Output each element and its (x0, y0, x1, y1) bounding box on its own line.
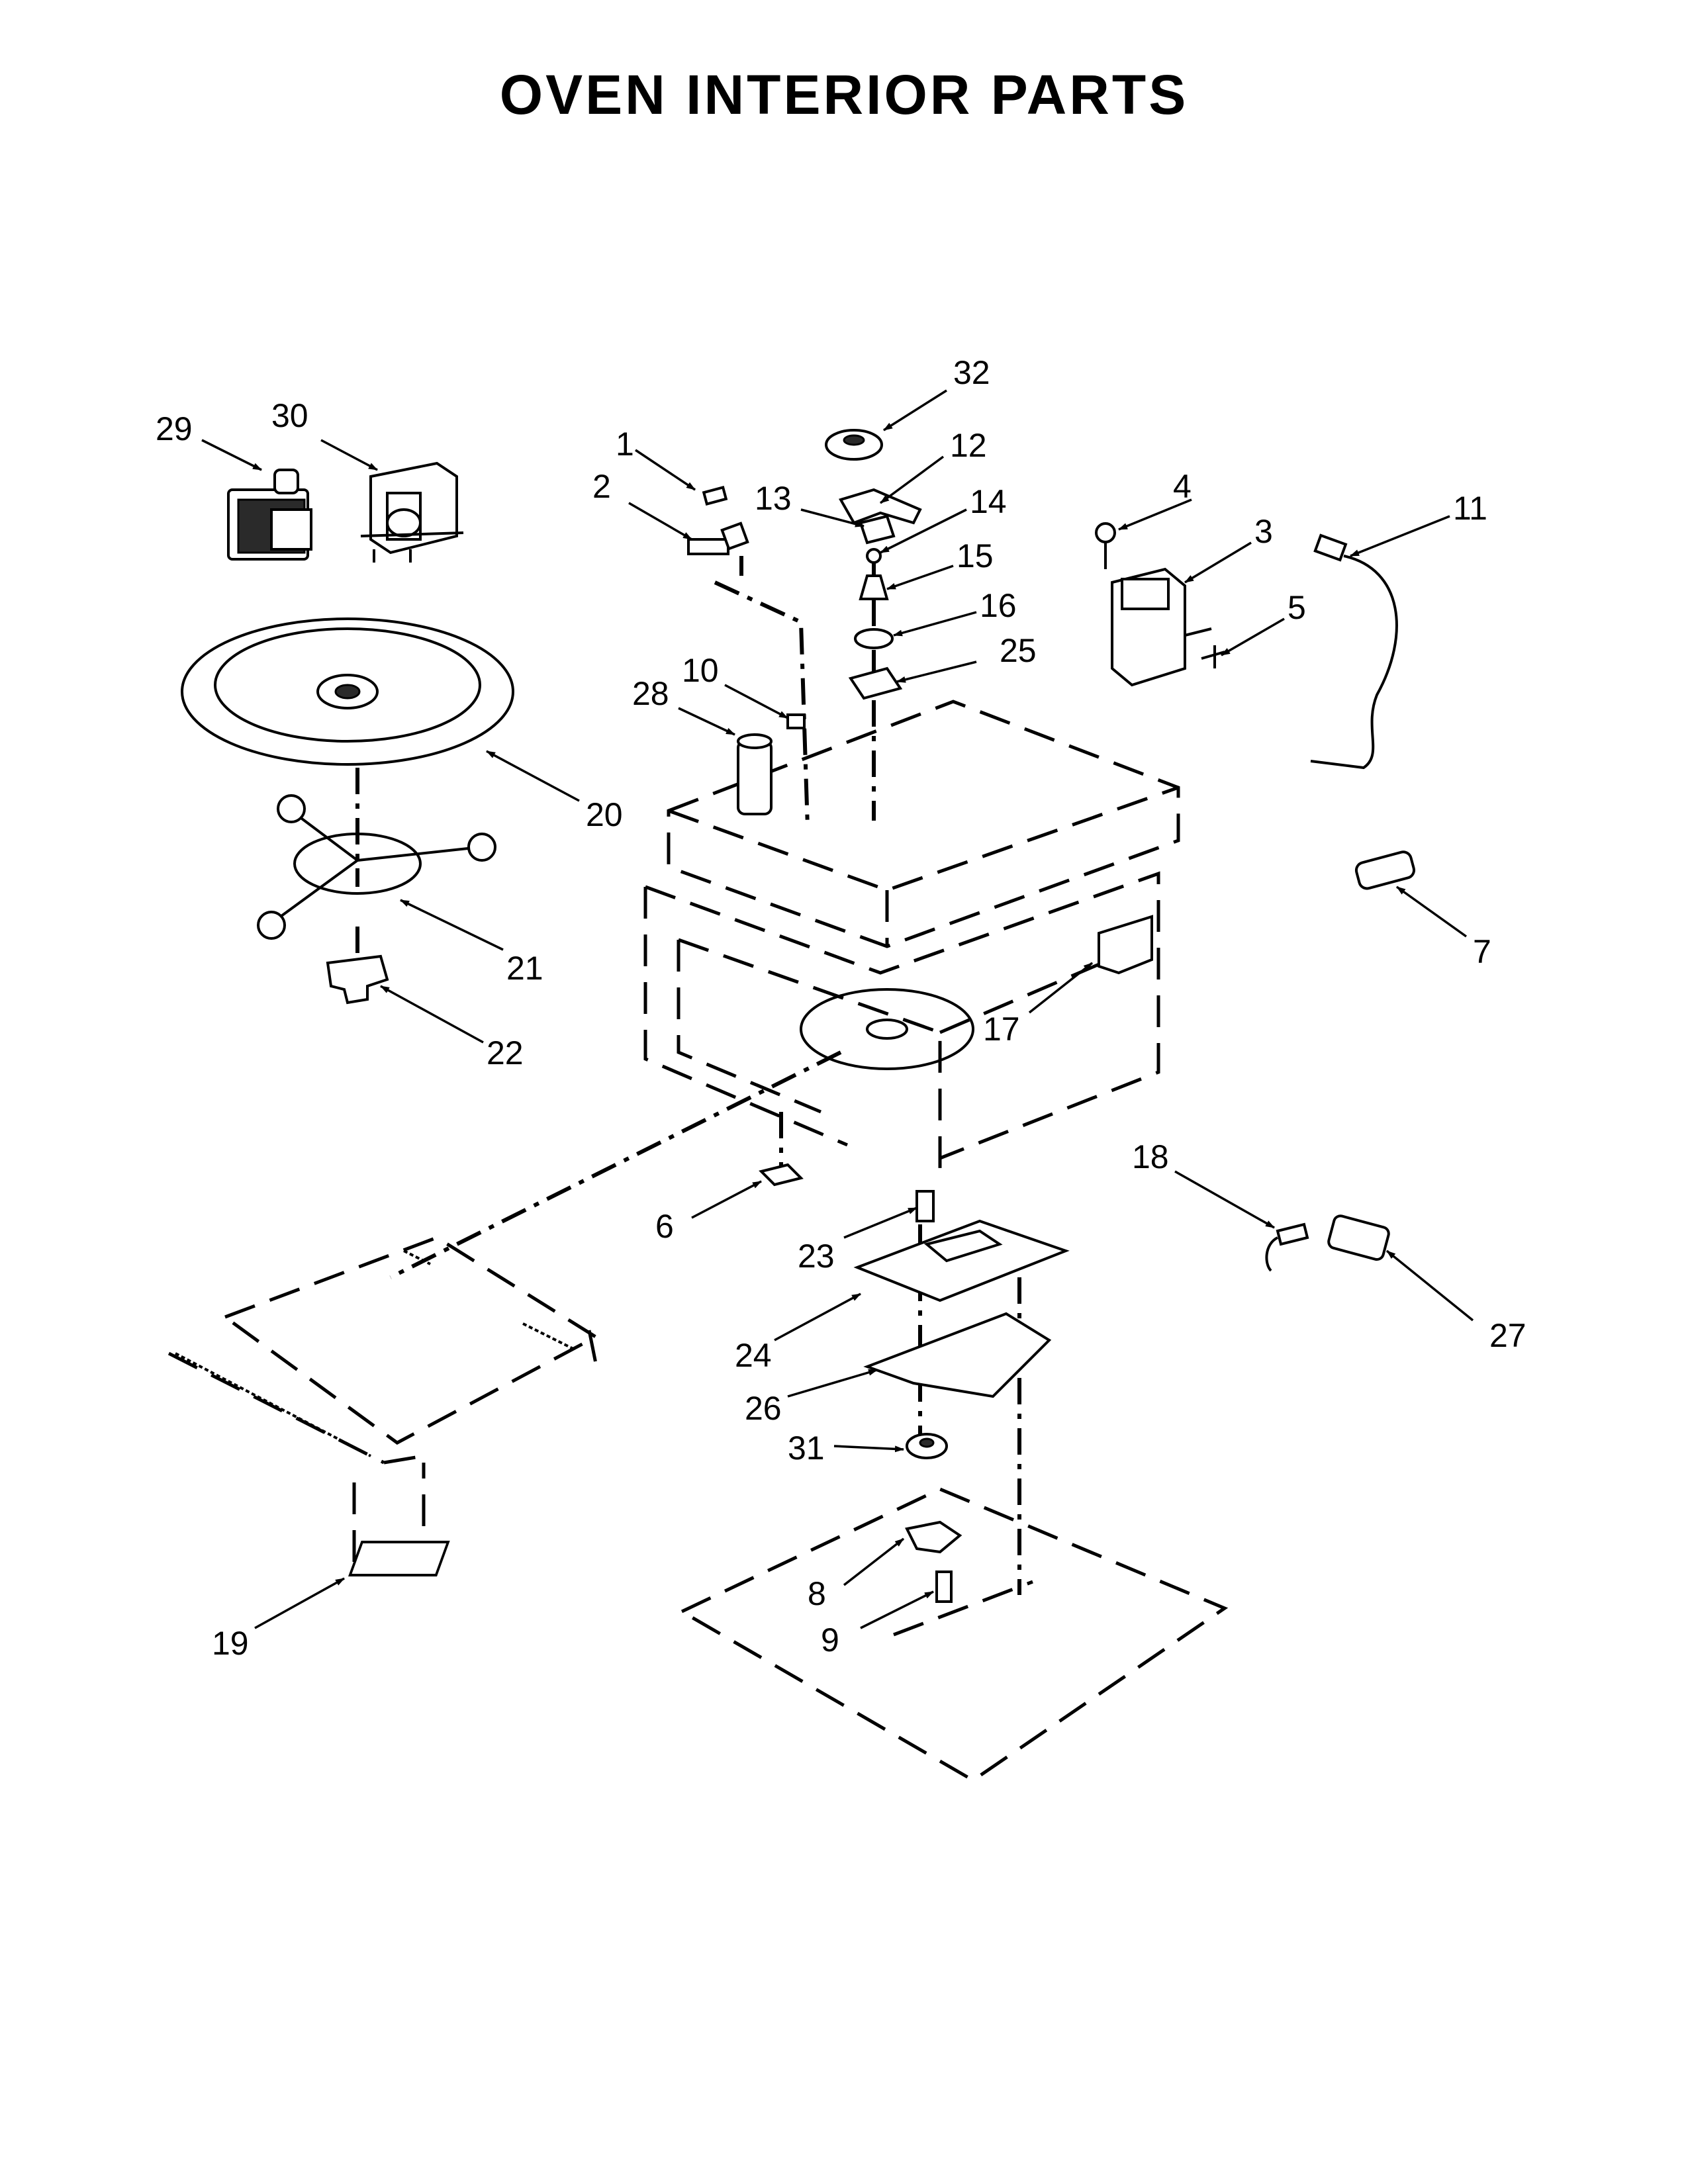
callout-26: 26 (745, 1390, 782, 1427)
callout-14: 14 (970, 483, 1007, 520)
callout-27: 27 (1489, 1317, 1526, 1354)
part-25-bracket (848, 666, 903, 700)
callout-12: 12 (950, 427, 987, 464)
callout-15: 15 (957, 537, 994, 574)
part-24-plate (853, 1219, 1070, 1302)
part-3-magnetron (1111, 567, 1212, 687)
part-8-motor (905, 1520, 962, 1554)
callout-22: 22 (487, 1034, 524, 1071)
part-4-screw (1095, 522, 1116, 569)
callout-29: 29 (156, 410, 193, 447)
callout-23: 23 (798, 1238, 835, 1275)
callout-9: 9 (821, 1621, 839, 1659)
callout-11: 11 (1453, 490, 1487, 527)
callout-18: 18 (1132, 1138, 1169, 1175)
part-6-thermal-fuse (759, 1163, 804, 1187)
part-5-thermal-cutout (1201, 645, 1225, 668)
part-15-stirrer (859, 574, 889, 600)
callout-30: 30 (271, 397, 308, 434)
callout-8: 8 (808, 1575, 826, 1612)
callout-28: 28 (632, 675, 669, 712)
part-29-relay (227, 469, 312, 561)
callout-16: 16 (980, 587, 1017, 624)
part-17-bracket (1098, 915, 1153, 975)
part-1-2-switch (687, 485, 749, 555)
callout-1: 1 (616, 426, 634, 463)
part-9-screw (935, 1570, 953, 1603)
part-27-capacitor (1327, 1214, 1390, 1261)
part-11-cord (1310, 533, 1398, 770)
callout-25: 25 (1000, 632, 1037, 669)
callout-21: 21 (506, 950, 543, 987)
callout-17: 17 (983, 1011, 1020, 1048)
callout-2: 2 (592, 468, 611, 505)
part-32-grommet (825, 429, 883, 461)
part-14-screw (866, 548, 882, 564)
lower-floor-outline (678, 1487, 1229, 1782)
axis-line-4 (389, 1050, 842, 1279)
callout-31: 31 (788, 1430, 825, 1467)
part-28-tube (737, 733, 773, 815)
callout-6: 6 (655, 1208, 674, 1245)
callout-arrows (201, 389, 1474, 1629)
part-30-transformer (360, 461, 464, 563)
callout-3: 3 (1254, 513, 1273, 550)
callout-24: 24 (735, 1337, 772, 1374)
callout-20: 20 (586, 796, 623, 833)
part-31-bushing (906, 1433, 948, 1459)
part-23-shaft (915, 1190, 935, 1222)
callout-5: 5 (1288, 589, 1306, 626)
part-26-insulator (863, 1312, 1052, 1398)
upper-cabinet-outline (643, 700, 1180, 1171)
part-19-bottom-panel (167, 1236, 599, 1577)
callout-10: 10 (682, 652, 719, 689)
callout-32: 32 (953, 354, 990, 391)
part-22-coupler (326, 954, 389, 1005)
callout-13: 13 (755, 480, 792, 517)
part-21-roller-ring (257, 794, 496, 940)
callout-19: 19 (212, 1625, 249, 1662)
page-title: OVEN INTERIOR PARTS (499, 64, 1189, 126)
callout-7: 7 (1473, 933, 1491, 970)
part-10-clip (786, 713, 806, 729)
part-20-glass-tray (181, 617, 514, 766)
callout-4: 4 (1173, 468, 1192, 505)
part-16-washer (854, 628, 894, 649)
part-7-capacitor (1354, 850, 1416, 890)
axis-line-1 (714, 556, 810, 828)
part-18-wire (1265, 1222, 1309, 1272)
part-13-clip (859, 514, 896, 545)
